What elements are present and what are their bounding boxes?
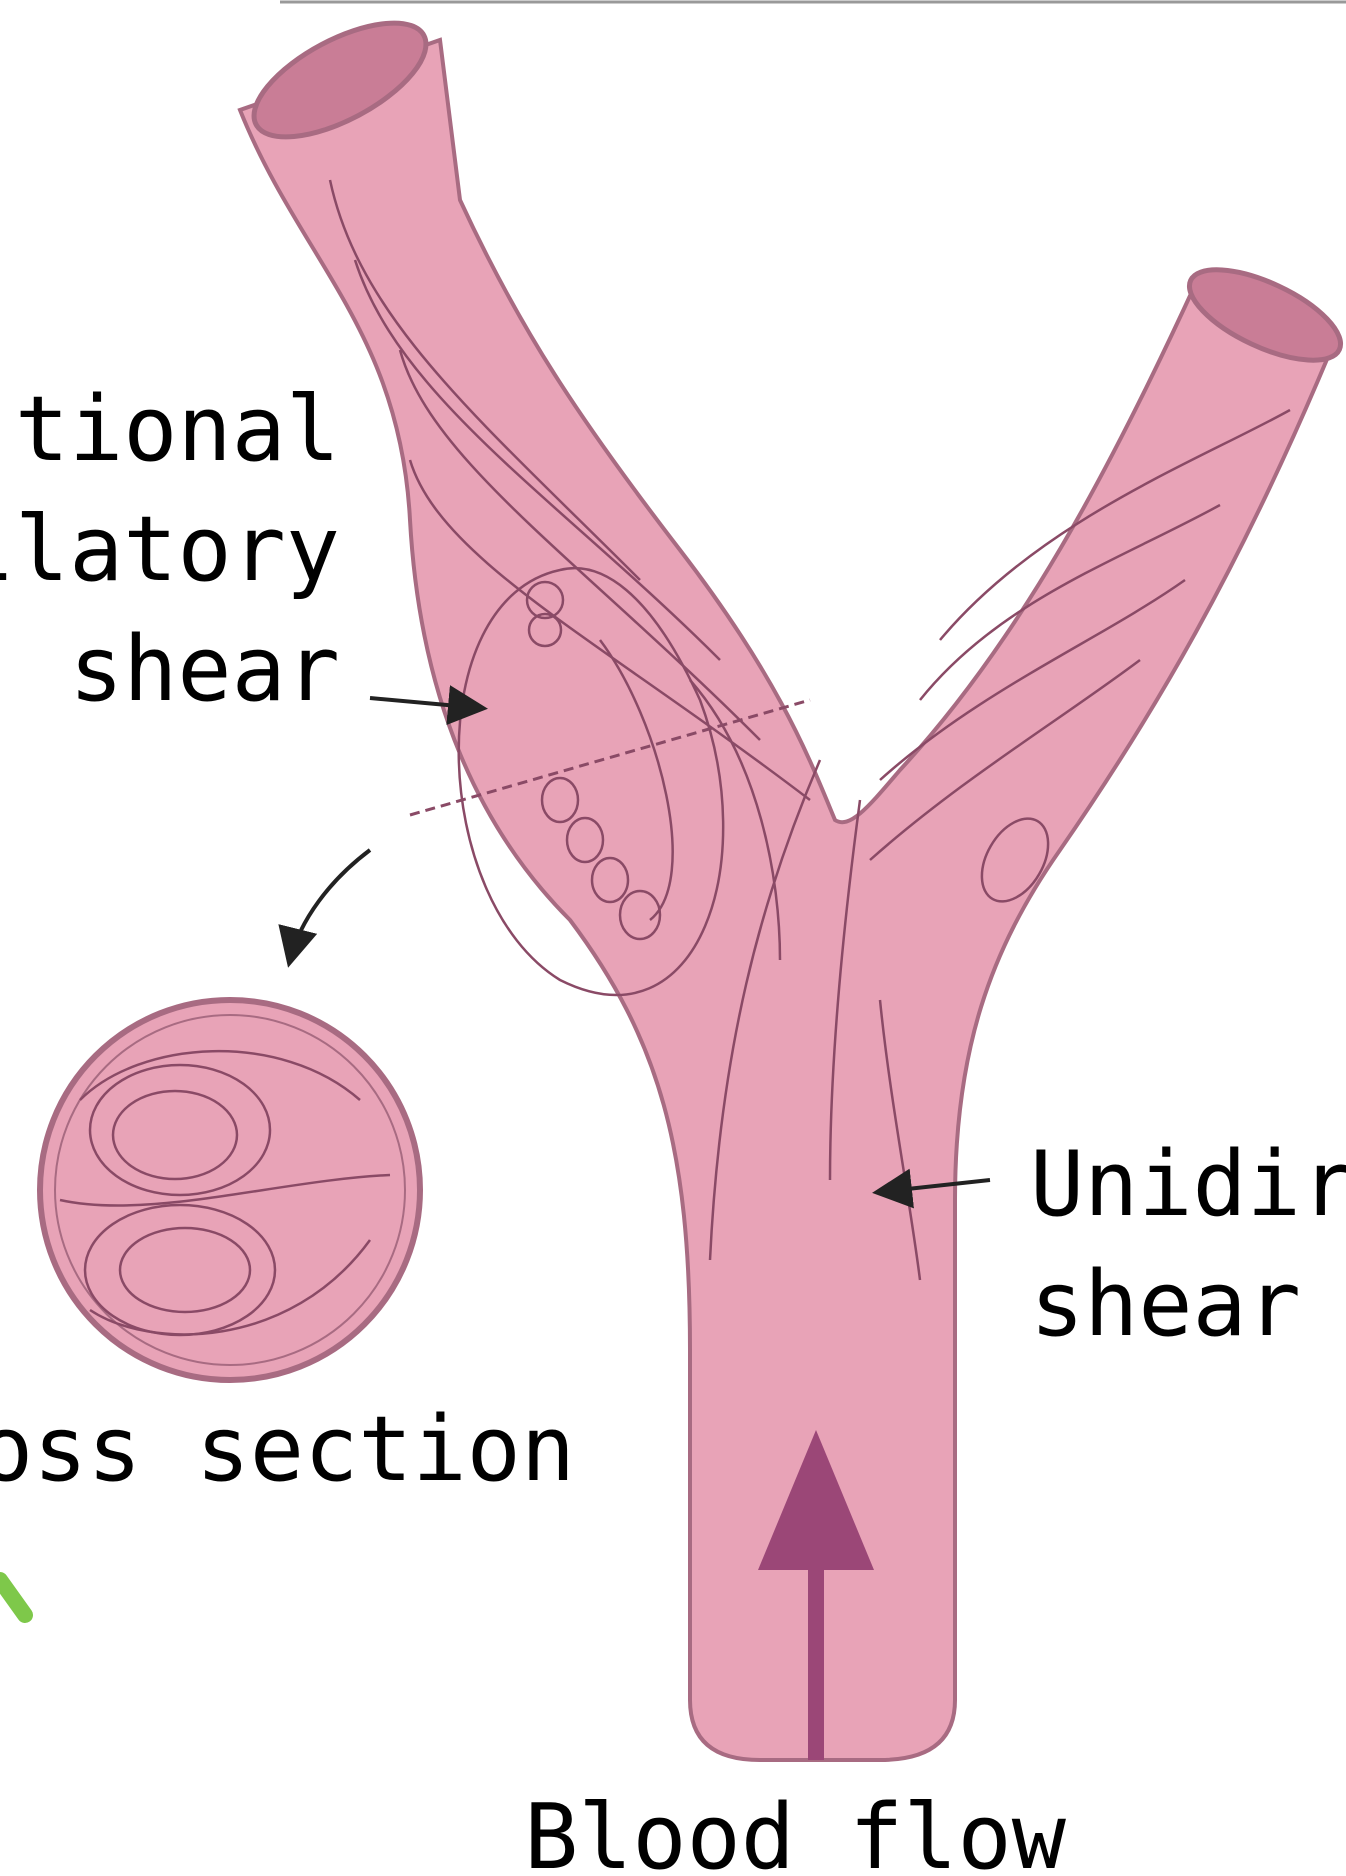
green-check-mark	[0, 1580, 25, 1615]
unidirectional-shear-label-line1: Unidir	[1030, 1132, 1346, 1237]
cross-section-label: oss section	[0, 1397, 575, 1502]
unidirectional-shear-label-line2: shear	[1030, 1252, 1301, 1357]
blood-flow-label: Blood flow	[524, 1785, 1067, 1876]
cross-section-disc	[40, 1000, 420, 1380]
oscillatory-shear-label-line3: shear	[69, 617, 340, 722]
cross-section-pointer-arrow	[290, 850, 370, 960]
oscillatory-shear-label-line1: tional	[15, 377, 340, 482]
